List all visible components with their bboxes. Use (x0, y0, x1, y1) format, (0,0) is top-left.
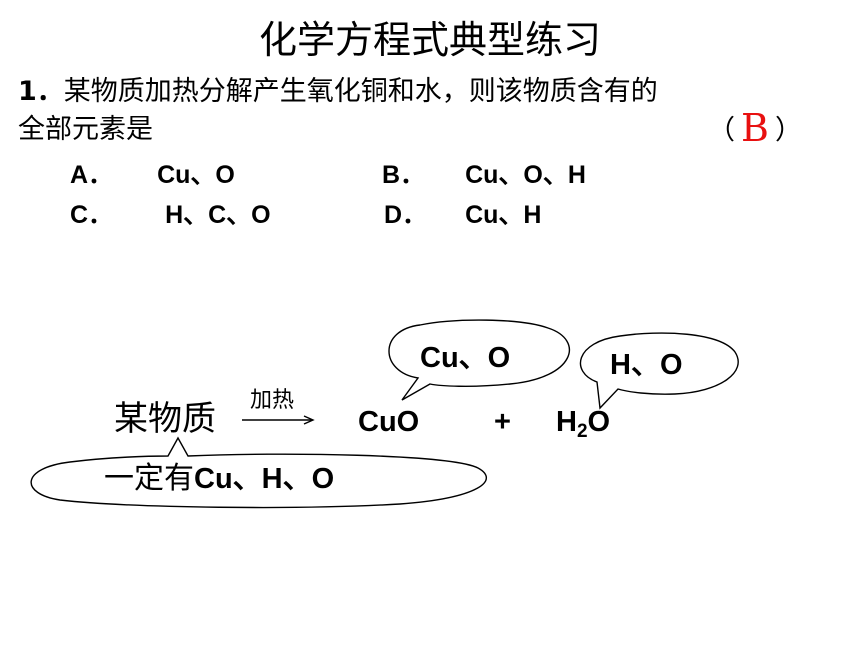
option-c-value: H、C、O (165, 201, 271, 229)
question-stem-line-2: 全部元素是 (18, 114, 153, 145)
option-a-letter: A． (70, 161, 114, 189)
option-d-value: Cu、H (465, 201, 542, 229)
product-h2o: H2O (556, 406, 611, 442)
product-h2o-subscript: 2 (576, 421, 588, 442)
option-d-letter: D． (384, 201, 428, 229)
bubble-reactant-text: 一定有Cu、H、O (104, 464, 334, 494)
option-b-letter: B． (382, 161, 426, 189)
reaction-condition: 加热 (250, 388, 295, 413)
product-cuo: CuO (358, 406, 420, 438)
question-stem-line-1: 某物质加热分解产生氧化铜和水，则该物质含有的 (63, 76, 658, 107)
product-h2o-o: O (587, 406, 611, 438)
bubble-h2o-text: H、O (610, 349, 683, 381)
option-a-value: Cu、O (157, 161, 235, 189)
answer-blank: （B） (708, 109, 802, 149)
product-h2o-h: H (556, 406, 577, 438)
callout-bubble-h2o (579, 332, 739, 410)
option-a: A． Cu、O (70, 160, 235, 190)
question-line-2: 全部元素是 (18, 112, 153, 148)
option-b: B． Cu、O、H (382, 160, 586, 190)
page-title: 化学方程式典型练习 (258, 18, 601, 62)
bubble-reactant-prefix: 一定有 (104, 461, 194, 496)
answer-paren-close: ） (774, 115, 802, 146)
callout-bubble-cuo (388, 319, 570, 401)
answer-letter: B (741, 106, 769, 150)
answer-paren-open: （ (708, 115, 735, 146)
bubble-reactant-elements: Cu、H、O (194, 463, 335, 495)
callout-bubble-reactant (30, 436, 488, 509)
option-b-value: Cu、O、H (465, 161, 586, 189)
option-c: C． H、C、O (70, 200, 271, 230)
question-line-1: 1．某物质加热分解产生氧化铜和水，则该物质含有的 (18, 74, 658, 110)
reactant-label: 某物质 (114, 399, 216, 439)
reaction-arrowhead (303, 415, 315, 425)
plus-sign: + (494, 406, 511, 438)
option-d: D． Cu、H (384, 200, 541, 230)
bubble-cuo-text: Cu、O (420, 342, 511, 374)
option-c-letter: C． (70, 201, 114, 229)
question-number: 1． (18, 76, 64, 107)
